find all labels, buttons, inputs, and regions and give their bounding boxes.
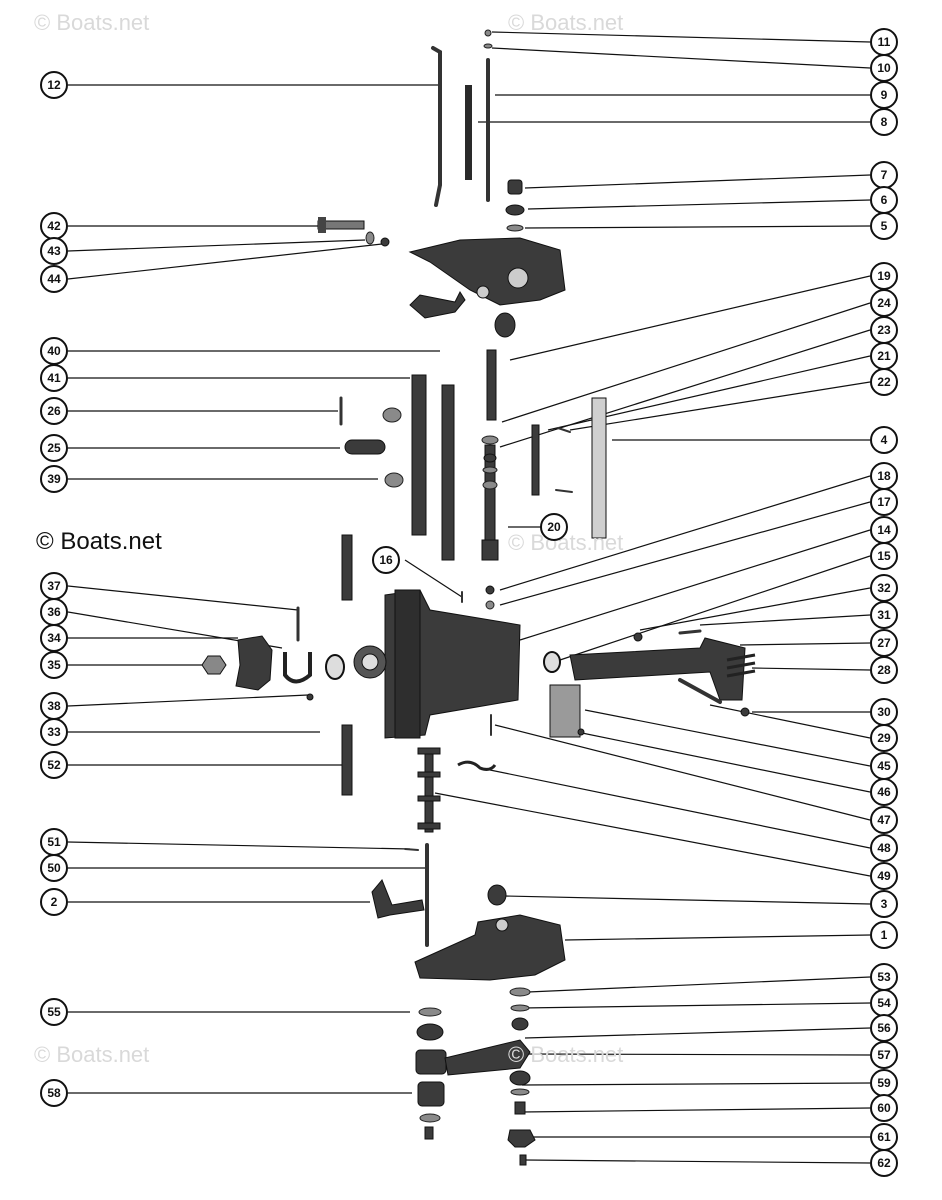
callout-11: 11 [870, 28, 898, 56]
callout-15: 15 [870, 542, 898, 570]
leader-lines [67, 31, 871, 1164]
callout-51: 51 [40, 828, 68, 856]
callout-18: 18 [870, 462, 898, 490]
callout-54: 54 [870, 989, 898, 1017]
callout-9: 9 [870, 81, 898, 109]
callout-19: 19 [870, 262, 898, 290]
callout-38: 38 [40, 692, 68, 720]
parts [201, 29, 756, 1166]
callout-44: 44 [40, 265, 68, 293]
callout-4: 4 [870, 426, 898, 454]
callout-36: 36 [40, 598, 68, 626]
callout-45: 45 [870, 752, 898, 780]
callout-47: 47 [870, 806, 898, 834]
callout-22: 22 [870, 368, 898, 396]
callout-61: 61 [870, 1123, 898, 1151]
callout-35: 35 [40, 651, 68, 679]
callout-16: 16 [372, 546, 400, 574]
callout-2: 2 [40, 888, 68, 916]
callout-50: 50 [40, 854, 68, 882]
callout-32: 32 [870, 574, 898, 602]
callout-12: 12 [40, 71, 68, 99]
callout-20: 20 [540, 513, 568, 541]
callout-25: 25 [40, 434, 68, 462]
callout-8: 8 [870, 108, 898, 136]
callout-10: 10 [870, 54, 898, 82]
callout-28: 28 [870, 656, 898, 684]
callout-49: 49 [870, 862, 898, 890]
callout-33: 33 [40, 718, 68, 746]
callout-1: 1 [870, 921, 898, 949]
callout-14: 14 [870, 516, 898, 544]
callout-40: 40 [40, 337, 68, 365]
callout-21: 21 [870, 342, 898, 370]
callout-30: 30 [870, 698, 898, 726]
callout-43: 43 [40, 237, 68, 265]
callout-3: 3 [870, 890, 898, 918]
callout-34: 34 [40, 624, 68, 652]
callout-7: 7 [870, 161, 898, 189]
callout-42: 42 [40, 212, 68, 240]
watermark: © Boats.net [508, 10, 624, 35]
callout-57: 57 [870, 1041, 898, 1069]
callout-26: 26 [40, 397, 68, 425]
watermark: © Boats.net [508, 1042, 624, 1067]
watermark: © Boats.net [36, 528, 162, 555]
callout-62: 62 [870, 1149, 898, 1177]
callout-17: 17 [870, 488, 898, 516]
callout-41: 41 [40, 364, 68, 392]
watermark: © Boats.net [34, 1042, 150, 1067]
callout-59: 59 [870, 1069, 898, 1097]
callout-53: 53 [870, 963, 898, 991]
callout-29: 29 [870, 724, 898, 752]
callout-39: 39 [40, 465, 68, 493]
callout-6: 6 [870, 186, 898, 214]
callout-46: 46 [870, 778, 898, 806]
callout-48: 48 [870, 834, 898, 862]
callout-52: 52 [40, 751, 68, 779]
callout-31: 31 [870, 601, 898, 629]
callout-56: 56 [870, 1014, 898, 1042]
callout-5: 5 [870, 212, 898, 240]
watermark: © Boats.net [34, 10, 150, 35]
callout-23: 23 [870, 316, 898, 344]
callout-55: 55 [40, 998, 68, 1026]
callout-58: 58 [40, 1079, 68, 1107]
callout-27: 27 [870, 629, 898, 657]
callout-24: 24 [870, 289, 898, 317]
callout-37: 37 [40, 572, 68, 600]
callout-60: 60 [870, 1094, 898, 1122]
